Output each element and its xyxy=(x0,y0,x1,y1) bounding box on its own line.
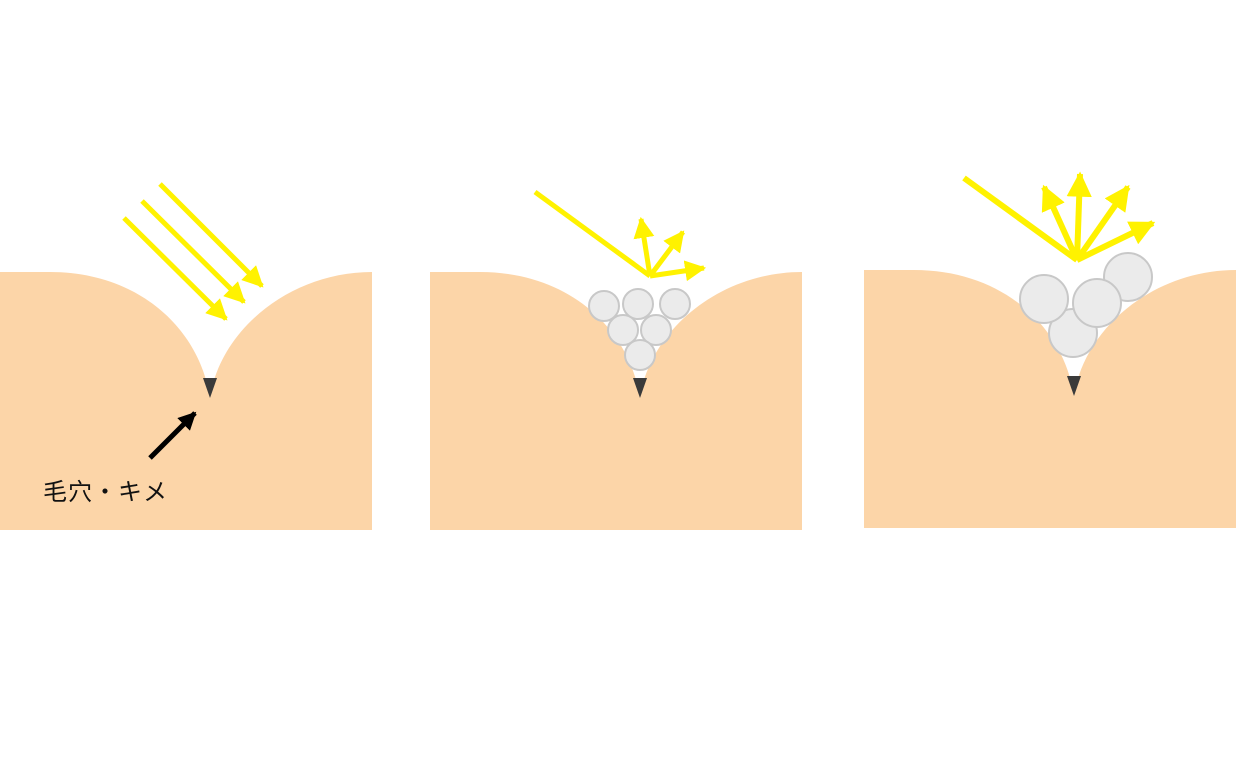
skin-surface xyxy=(430,272,802,530)
powder-particles xyxy=(588,288,691,371)
panel-bare: 毛穴・キメ xyxy=(0,182,372,530)
scattered-light-rays xyxy=(533,189,707,282)
powder-particles xyxy=(1019,252,1153,358)
powder-particle xyxy=(659,288,691,320)
arrow-icon xyxy=(148,411,197,460)
incident-ray xyxy=(962,175,1079,263)
powder-particle xyxy=(624,339,656,371)
powder-particle xyxy=(588,290,620,322)
powder-particle xyxy=(1019,274,1069,324)
scattered-light-rays xyxy=(962,171,1156,263)
pore-texture-label: 毛穴・キメ xyxy=(43,478,168,506)
reflected-ray xyxy=(1075,220,1156,263)
pore-mark xyxy=(1067,376,1081,396)
powder-particle xyxy=(640,314,672,346)
reflected-ray xyxy=(1041,184,1080,262)
light-ray xyxy=(122,216,228,321)
skin-surface xyxy=(0,272,372,530)
incident-ray xyxy=(533,189,652,279)
reflected-ray xyxy=(648,230,685,278)
powder-particle xyxy=(622,288,654,320)
reflected-ray xyxy=(1074,184,1131,262)
panel-coarse-powder xyxy=(864,171,1236,528)
reflected-ray xyxy=(1066,171,1092,261)
panel-fine-powder xyxy=(430,189,802,530)
light-ray xyxy=(140,199,246,304)
powder-particle xyxy=(607,314,639,346)
incident-light-rays xyxy=(122,182,264,321)
powder-particle xyxy=(1072,278,1122,328)
light-ray xyxy=(158,182,264,288)
pore-mark xyxy=(203,378,217,398)
reflected-ray xyxy=(649,260,707,282)
skin-surface xyxy=(864,270,1236,528)
pore-mark xyxy=(633,378,647,398)
reflected-ray xyxy=(633,216,655,277)
